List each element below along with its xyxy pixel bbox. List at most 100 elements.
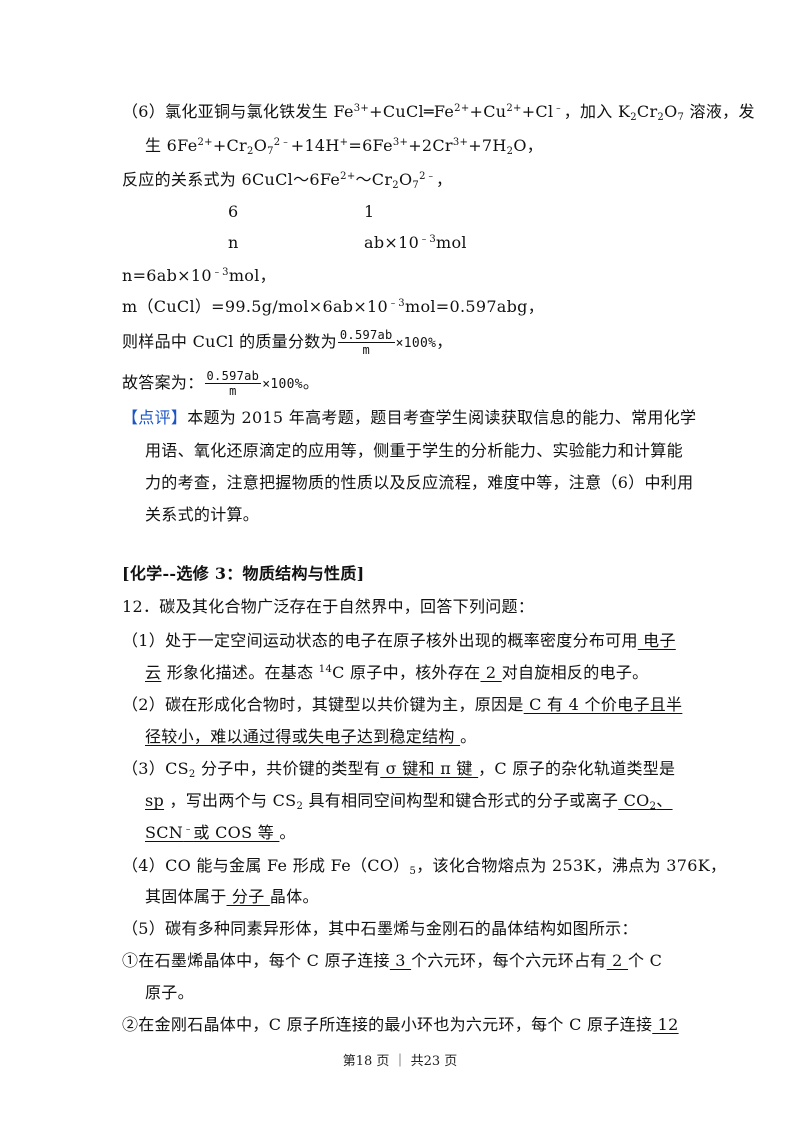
sub: 7 (267, 146, 274, 157)
text: ，该化合物熔点为 253K，沸点为 376K， (416, 856, 727, 875)
text: （4）CO 能与金属 Fe 形成 Fe（CO） (122, 856, 410, 875)
text: 生 6Fe (145, 136, 198, 155)
text: 形象化描述。在基态 (161, 663, 319, 682)
text: 反应的关系式为 6CuCl～6Fe (122, 170, 341, 189)
sub: 2 (392, 180, 399, 191)
numerator: 0.597ab (204, 369, 262, 384)
sub: 2 (657, 112, 665, 123)
q12-p3-line-2: sp ，写出两个与 CS2 具有相同空间构型和键合形式的分子或离子 CO2、 (145, 790, 673, 812)
answer: σ 键和 π 键 (380, 759, 479, 778)
answer: C 有 4 个价电子且半 (523, 695, 683, 714)
sup: + (339, 137, 349, 148)
text: +Cu (469, 102, 507, 121)
answer: 径较小，难以通过得或失电子达到稳定结构 (145, 727, 461, 746)
q12-p1-line-2: 云 形象化描述。在基态 14C 原子中，核外存在 2 对自旋相反的电子。 (145, 662, 648, 684)
text: n=6ab×10 (122, 266, 212, 285)
answer: 2 (606, 951, 628, 970)
text: 、 (656, 791, 673, 810)
sub: 2 (188, 769, 196, 780)
text: +14H (290, 136, 340, 155)
q12-s1-line-2: 原子。 (145, 983, 194, 1002)
text: 本题为 2015 年高考题，题目考查学生阅读获取信息的能力、常用化学 (187, 408, 697, 427)
text: +CuCl═Fe (369, 102, 455, 121)
text: 分子中，共价键的类型有 (195, 759, 381, 778)
text: +Cr (212, 136, 248, 155)
text: 具有相同空间构型和键合形式的分子或离子 (303, 791, 619, 810)
q12-p1-line-1: （1）处于一定空间运动状态的电子在原子核外出现的概率密度分布可用 电子 (122, 630, 676, 652)
text: =6Fe (348, 136, 393, 155)
denominator: m (229, 384, 237, 398)
ratio-left-2: n (228, 233, 239, 252)
text: SCN (145, 823, 184, 842)
sup: ﹣3 (419, 234, 437, 245)
sup: ﹣3 (388, 298, 405, 309)
sup: 14 (318, 664, 333, 675)
text: 对自旋相反的电子。 (501, 663, 649, 682)
p6-line-5: m（CuCl）=99.5g/mol×6ab×10﹣3mol=0.597abg， (122, 296, 544, 318)
sub: 7 (412, 180, 420, 191)
sup: 3+ (392, 137, 409, 148)
text: mol， (228, 266, 276, 285)
section-title: [化学--选修 3：物质结构与性质] (122, 564, 365, 583)
text: +Cl (521, 102, 554, 121)
text: mol (436, 233, 467, 252)
text: 其固体属于 (145, 887, 227, 906)
text: ， (436, 170, 453, 189)
comment-line-4: 关系式的计算。 (145, 505, 260, 524)
q12-p4-line-1: （4）CO 能与金属 Fe 形成 Fe（CO）5，该化合物熔点为 253K，沸点… (122, 855, 726, 877)
text: ×100% (395, 336, 437, 351)
text: ～Cr (355, 170, 393, 189)
ratio-left-1: 6 (228, 202, 239, 221)
answer: 12 (652, 1015, 679, 1034)
text: +7H (468, 136, 507, 155)
sub: 5 (409, 866, 417, 877)
sup: 2+ (506, 103, 522, 114)
text: ， (436, 332, 453, 351)
sup: ﹣ (553, 103, 564, 114)
text: 。 (460, 727, 477, 746)
p6-line-1: （6）氯化亚铜与氯化铁发生 Fe3++CuCl═Fe2++Cu2++Cl﹣，加入… (122, 101, 755, 123)
denominator: m (362, 343, 370, 357)
sub: 7 (677, 112, 685, 123)
page-footer: 第18 页 ｜ 共23 页 (342, 1054, 458, 1069)
q12-p3-line-1: （3）CS2 分子中，共价键的类型有 σ 键和 π 键 ，C 原子的杂化轨道类型… (122, 758, 675, 780)
answer: CO2、 (618, 791, 673, 812)
text: 溶液，发 (684, 102, 755, 121)
text: 。 (302, 373, 320, 392)
sup: 2+ (340, 171, 356, 182)
text: （1）处于一定空间运动状态的电子在原子核外出现的概率密度分布可用 (122, 631, 638, 650)
text: 故答案为： (122, 373, 204, 392)
sup: 2+ (454, 103, 470, 114)
text: O (253, 136, 268, 155)
text: ②在金刚石晶体中，C 原子所连接的最小环也为六元环，每个 C 原子连接 (122, 1015, 653, 1034)
text: m（CuCl）=99.5g/mol×6ab×10 (122, 297, 388, 316)
text: （2）碳在形成化合物时，其键型以共价键为主，原因是 (122, 695, 524, 714)
text: 晶体。 (269, 887, 319, 906)
answer: sp (145, 791, 165, 810)
p6-line-4: n=6ab×10﹣3mol， (122, 265, 276, 287)
sub: 2 (296, 801, 304, 812)
text: ①在石墨烯晶体中，每个 C 原子连接 (122, 951, 390, 970)
q12-p3-line-3: SCN﹣或 COS 等 。 (145, 822, 296, 844)
sup: 2+ (197, 137, 213, 148)
q12-p5-line-1: （5）碳有多种同素异形体，其中石墨烯与金刚石的晶体结构如图所示： (122, 919, 638, 938)
text: +2Cr (408, 136, 453, 155)
text: mol=0.597abg， (404, 297, 545, 316)
q12-s2-line-1: ②在金刚石晶体中，C 原子所连接的最小环也为六元环，每个 C 原子连接 12 (122, 1014, 679, 1036)
answer: 2 (480, 663, 502, 682)
text: （6）氯化亚铜与氯化铁发生 Fe (122, 102, 354, 121)
text: CO (618, 791, 650, 810)
text: ，加入 K (563, 102, 631, 121)
ratio-right-2: ab×10﹣3mol (364, 232, 467, 254)
sup: 3+ (353, 103, 370, 114)
text: Cr (636, 102, 658, 121)
sub: 2 (247, 146, 254, 157)
answer: 云 (145, 663, 162, 682)
comment-tag: 【点评】 (122, 408, 188, 427)
q12-stem: 12．碳及其化合物广泛存在于自然界中，回答下列问题： (122, 597, 535, 616)
ratio-right-1: 1 (364, 202, 375, 221)
sub: 2 (649, 801, 657, 812)
q12-p2-line-1: （2）碳在形成化合物时，其键型以共价键为主，原因是 C 有 4 个价电子且半 (122, 694, 682, 716)
